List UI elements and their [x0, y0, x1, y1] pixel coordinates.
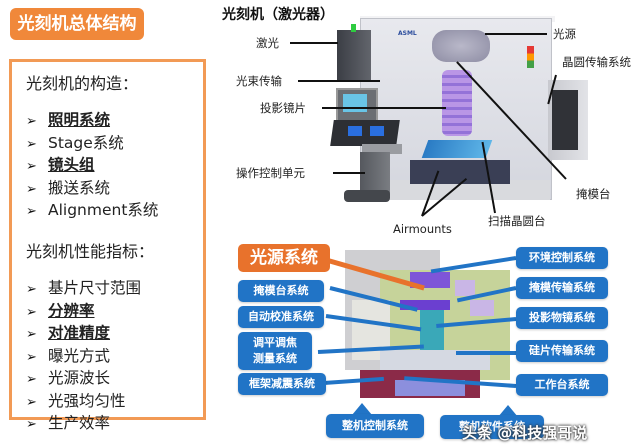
label-airmounts: Airmounts [393, 222, 452, 236]
cad-reticle-stage [400, 300, 450, 310]
list-item: ➢镜头组 [26, 155, 158, 178]
performance-heading: 光刻机性能指标： [26, 242, 155, 261]
performance-list: ➢基片尺寸范围 ➢分辨率 ➢对准精度 ➢曝光方式 ➢光源波长 ➢光强均匀性 ➢生… [26, 278, 141, 436]
leader-line [322, 107, 446, 109]
cad-wafer-stage [395, 380, 465, 396]
highlight-label-light-source-system: 光源系统 [238, 244, 330, 272]
console-stand [360, 152, 390, 196]
console-keyboard [362, 144, 402, 154]
signal-tower-icon [527, 46, 534, 68]
list-item: ➢Alignment系统 [26, 200, 158, 223]
arrow-bullet-icon: ➢ [26, 327, 37, 342]
section-title-badge: 光刻机总体结构 [10, 8, 144, 40]
leader-line [485, 33, 547, 35]
pointer-triangle [352, 403, 372, 415]
label-machine-software-system: 整机软件系统 [440, 415, 544, 439]
label-reticle-stage-system: 掩模台系统 [238, 280, 324, 302]
monitor-screen [343, 94, 367, 112]
watermark: 头条 @科技强哥说 [462, 424, 588, 442]
list-item: ➢对准精度 [26, 323, 141, 346]
arrow-bullet-icon: ➢ [26, 394, 37, 410]
arrow-bullet-icon: ➢ [26, 417, 37, 432]
console-screen-left [348, 126, 362, 136]
label-projection-lens-system: 投影物镜系统 [516, 307, 608, 329]
wafer-table [410, 160, 510, 184]
arrow-bullet-icon: ➢ [26, 282, 37, 297]
list-item: ➢Stage系统 [26, 133, 158, 156]
arrow-bullet-icon: ➢ [26, 181, 37, 197]
label-wafer-handling: 晶圆传输系统 [562, 55, 631, 69]
label-frame-damping-system: 框架减震系统 [238, 373, 326, 395]
info-panel: 光刻机的构造： ➢照明系统 ➢Stage系统 ➢镜头组 ➢搬送系统 ➢Align… [9, 59, 206, 432]
laser-unit [337, 30, 371, 82]
label-machine-control-system: 整机控制系统 [326, 414, 424, 438]
brand-logo: ASML [398, 30, 417, 37]
label-environment-control-system: 环境控制系统 [516, 247, 608, 269]
light-source-module [432, 30, 490, 62]
label-auto-alignment-system: 自动校准系统 [238, 306, 324, 328]
leader-line [298, 80, 380, 82]
connector-line [456, 351, 516, 355]
console-desk [330, 120, 400, 146]
cad-module [455, 280, 475, 296]
leader-line [290, 42, 338, 44]
label-projection-lens: 投影镜片 [260, 101, 306, 115]
construction-heading: 光刻机的构造： [26, 74, 139, 93]
label-reticle-transfer-system: 掩模传输系统 [516, 277, 608, 299]
label-laser: 激光 [256, 36, 279, 50]
arrow-bullet-icon: ➢ [26, 136, 37, 152]
wafer-handler-door [552, 90, 578, 150]
label-light-source: 光源 [553, 27, 576, 41]
pointer-triangle [498, 405, 518, 417]
console-screen-right [370, 126, 384, 136]
cad-projection-lens [420, 310, 444, 350]
construction-list: ➢照明系统 ➢Stage系统 ➢镜头组 ➢搬送系统 ➢Alignment系统 [26, 110, 158, 223]
arrow-bullet-icon: ➢ [26, 304, 37, 320]
arrow-bullet-icon: ➢ [26, 204, 37, 219]
label-leveling-focus-system: 调平调焦 测量系统 [238, 332, 312, 370]
projection-lens-column [442, 70, 472, 136]
list-item: ➢搬送系统 [26, 178, 158, 201]
list-item: ➢分辨率 [26, 301, 141, 324]
arrow-bullet-icon: ➢ [26, 159, 37, 174]
console-base [344, 190, 390, 202]
list-item: ➢生产效率 [26, 413, 141, 436]
cad-metrology-frame [380, 350, 490, 370]
label-reticle-stage: 掩模台 [576, 187, 611, 201]
list-item: ➢光强均匀性 [26, 391, 141, 414]
arrow-bullet-icon: ➢ [26, 114, 37, 129]
label-wafer-stage: 扫描晶圆台 [488, 214, 546, 228]
arrow-bullet-icon: ➢ [26, 349, 37, 365]
list-item: ➢照明系统 [26, 110, 158, 133]
list-item: ➢基片尺寸范围 [26, 278, 141, 301]
list-item: ➢曝光方式 [26, 346, 141, 369]
arrow-bullet-icon: ➢ [26, 372, 37, 387]
machine-floor [360, 180, 550, 200]
top-diagram-title: 光刻机（激光器） [222, 7, 334, 23]
label-operator-console: 操作控制单元 [236, 166, 305, 180]
label-wafer-transfer-system: 硅片传输系统 [516, 340, 608, 362]
leader-line [333, 172, 365, 174]
status-light-icon [351, 24, 356, 32]
label-beam-delivery: 光束传输 [236, 74, 282, 88]
label-workstage-system: 工作台系统 [516, 374, 608, 396]
list-item: ➢光源波长 [26, 368, 141, 391]
cad-module [470, 300, 494, 316]
